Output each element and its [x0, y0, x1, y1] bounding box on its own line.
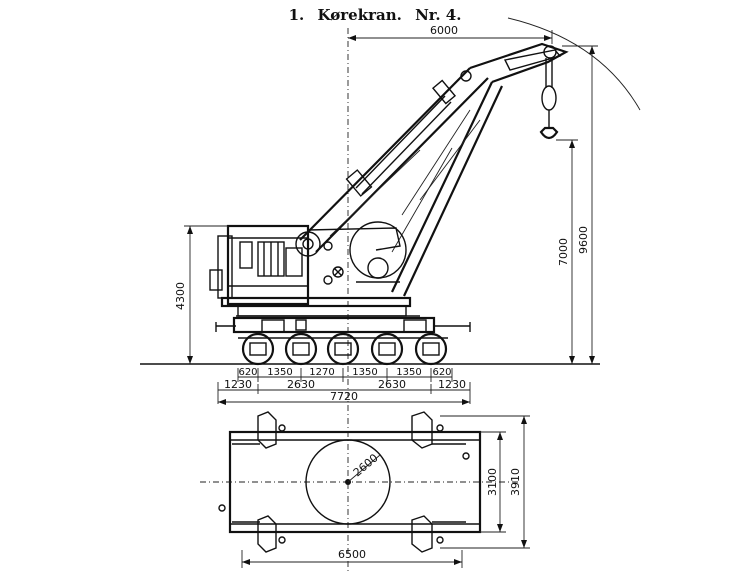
dim-body-height: 4300 [174, 282, 187, 310]
dim-axle-5: 1350 [396, 367, 421, 378]
hook-block [539, 58, 559, 140]
dim-hook-height: 7000 [557, 238, 570, 266]
wheels [238, 332, 448, 366]
boom [299, 67, 503, 297]
dim-axle-6: 620 [432, 367, 451, 378]
dim-jib-height: 9600 [577, 226, 590, 254]
title-name: Kørekran. [317, 6, 402, 24]
dim-outrigger-width: 3910 [509, 468, 522, 496]
dim-axle-1: 620 [238, 367, 257, 378]
luffing-gear [345, 70, 472, 197]
underframe [215, 316, 471, 334]
jib-head [469, 42, 569, 84]
side-view [209, 42, 569, 366]
side-dimensions [184, 30, 598, 405]
title-nr: Nr. 4. [415, 6, 462, 24]
dimension-labels: 6000 9600 7000 4300 620 1350 1270 1350 1… [174, 24, 590, 561]
dim-jib-reach: 6000 [430, 24, 458, 37]
outrigger-pads [218, 411, 470, 553]
dim-bogie-right: 2630 [378, 378, 406, 391]
drawing-title: 1. Kørekran. Nr. 4. [0, 6, 750, 24]
dim-turntable-diameter: 2600 [351, 451, 381, 479]
dim-axle-4: 1350 [352, 367, 377, 378]
dim-frame-width: 3100 [486, 468, 499, 496]
title-number: 1. [288, 6, 305, 24]
dim-axle-2: 1350 [267, 367, 292, 378]
dim-plan-length: 6500 [338, 548, 366, 561]
dim-end-right: 1230 [438, 378, 466, 391]
dim-bogie-left: 2630 [287, 378, 315, 391]
dim-end-left: 1230 [224, 378, 252, 391]
plan-view [200, 411, 530, 568]
turntable [220, 296, 420, 317]
dim-axle-3: 1270 [309, 367, 334, 378]
dim-total-length: 7720 [330, 390, 358, 403]
swing-arc [507, 17, 641, 111]
winch-gearing [295, 221, 407, 285]
machinery-house [209, 224, 310, 306]
